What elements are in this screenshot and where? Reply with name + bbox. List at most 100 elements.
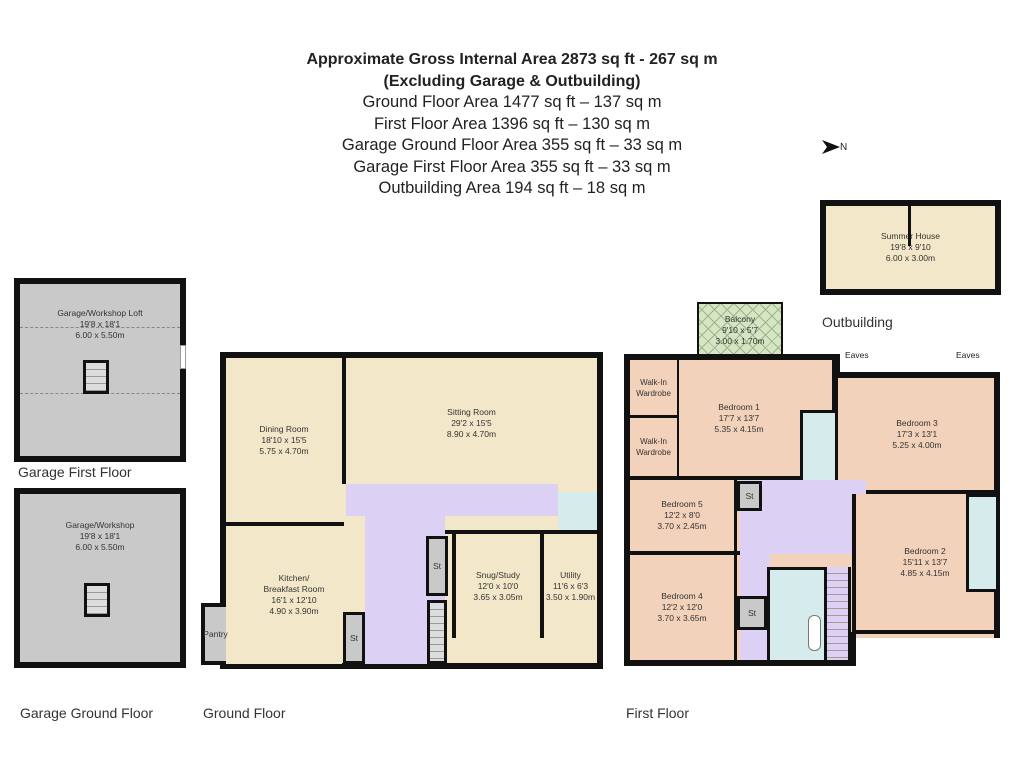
- eaves-line: [20, 327, 180, 328]
- title-line-2: (Excluding Garage & Outbuilding): [383, 72, 641, 90]
- room-garage-workshop: Garage/Workshop 19'8 x 18'1 6.00 x 5.50m: [14, 488, 186, 668]
- wall: [226, 522, 344, 526]
- window: [180, 345, 186, 369]
- room-balcony: Balcony 9'10 x 5'7 3.00 x 1.70m: [697, 302, 783, 357]
- staircase: [83, 360, 109, 394]
- area-outbuilding: Outbuilding Area 194 sq ft – 18 sq m: [378, 179, 646, 197]
- room-metric: 5.75 x 4.70m: [259, 445, 309, 456]
- room-metric: 6.00 x 5.50m: [75, 330, 125, 340]
- room-imperial: 12'0 x 10'0: [477, 580, 519, 591]
- room-imperial: 9'10 x 5'7: [722, 325, 758, 335]
- room-imperial: 19'8 x 9'10: [890, 242, 931, 252]
- staircase: [84, 583, 110, 617]
- room-name: Snug/Study: [476, 569, 520, 580]
- room-name: Walk-In: [640, 377, 667, 387]
- room-name: Bedroom 3: [896, 417, 938, 428]
- area-garage-first: Garage First Floor Area 355 sq ft – 33 s…: [353, 157, 671, 176]
- room-kitchen: Kitchen/ Breakfast Room 16'1 x 12'10 4.9…: [226, 526, 342, 664]
- room-metric: 3.65 x 3.05m: [473, 591, 523, 602]
- room-name: Garage/Workshop: [65, 520, 135, 530]
- eaves-area: [834, 354, 1000, 372]
- exterior: [852, 638, 1000, 666]
- wall: [850, 632, 856, 666]
- room-store-1: St: [737, 481, 762, 511]
- room-name: Garage/Workshop Loft: [57, 308, 143, 318]
- room-sitting: Sitting Room 29'2 x 15'5 8.90 x 4.70m: [346, 358, 597, 488]
- room-name: Bedroom 1: [718, 401, 760, 412]
- room-imperial: 12'2 x 12'0: [661, 602, 703, 612]
- room-utility: Utility 11'6 x 6'3 3.50 x 1.90m: [544, 534, 597, 638]
- room-name: Balcony: [724, 314, 756, 324]
- eaves-label: Eaves: [956, 350, 980, 360]
- room-bedroom-3: Bedroom 3 17'3 x 13'1 5.25 x 4.00m: [840, 378, 994, 490]
- room-name: Utility: [560, 569, 581, 580]
- room-metric: 4.85 x 4.15m: [900, 567, 950, 578]
- room-name: St: [349, 632, 359, 643]
- room-metric: 6.00 x 3.00m: [885, 253, 936, 263]
- staircase: [427, 600, 447, 664]
- room-name: St: [747, 607, 757, 618]
- staircase: [827, 567, 851, 660]
- room-imperial: 17'3 x 13'1: [896, 428, 938, 439]
- floor-label-garage-first: Garage First Floor: [18, 464, 132, 480]
- room-name: Dining Room: [259, 423, 309, 434]
- wall: [832, 360, 838, 412]
- room-name: St: [745, 490, 754, 501]
- room-name: Sitting Room: [447, 406, 496, 417]
- wall: [630, 415, 679, 418]
- room-name: Kitchen/: [278, 573, 310, 583]
- wall: [630, 551, 740, 555]
- room-imperial: 19'8 x 18'1: [79, 531, 121, 541]
- eaves-label: Eaves: [845, 350, 869, 360]
- floor-label-garage-ground: Garage Ground Floor: [20, 705, 154, 721]
- room-imperial: 18'10 x 15'5: [261, 434, 307, 445]
- room-name: Bedroom 4: [661, 591, 703, 601]
- room-snug: Snug/Study 12'0 x 10'0 3.65 x 3.05m: [452, 534, 544, 638]
- area-ground: Ground Floor Area 1477 sq ft – 137 sq m: [362, 93, 662, 111]
- wall: [908, 206, 911, 246]
- north-indicator: N: [822, 140, 847, 154]
- wall: [445, 530, 598, 534]
- room-pantry: Pantry: [201, 603, 228, 665]
- room-metric: 5.35 x 4.15m: [714, 423, 764, 434]
- room-name-2: Breakfast Room: [263, 584, 325, 594]
- room-store-1: St: [426, 536, 448, 596]
- room-imperial: 12'2 x 8'0: [664, 510, 700, 520]
- area-first: First Floor Area 1396 sq ft – 130 sq m: [373, 114, 651, 133]
- room-name: Walk-In: [640, 437, 667, 446]
- room-name: Bedroom 5: [661, 499, 703, 509]
- room-name-2: Wardrobe: [636, 388, 671, 398]
- wall: [677, 360, 679, 478]
- area-summary: Approximate Gross Internal Area 2873 sq …: [0, 49, 1024, 200]
- room-store-2: St: [343, 612, 365, 664]
- room-imperial: 16'1 x 12'10: [271, 595, 317, 605]
- room-name: St: [432, 560, 442, 571]
- room-name-2: Wardrobe: [636, 448, 671, 457]
- room-imperial: 29'2 x 15'5: [451, 417, 492, 428]
- area-garage-ground: Garage Ground Floor Area 355 sq ft – 33 …: [341, 136, 683, 154]
- floor-label-first: First Floor: [626, 705, 689, 721]
- room-imperial: 15'11 x 13'7: [902, 556, 948, 567]
- room-imperial: 19'8 x 18'1: [79, 319, 121, 329]
- wall: [834, 372, 1000, 378]
- wall: [342, 358, 346, 484]
- room-name: Bedroom 2: [904, 545, 946, 556]
- floor-label-outbuilding: Outbuilding: [822, 314, 893, 330]
- room-garage-loft: Garage/Workshop Loft 19'8 x 18'1 6.00 x …: [14, 278, 186, 462]
- north-arrow-icon: [822, 140, 840, 154]
- room-bedroom-5: Bedroom 5 12'2 x 8'0 3.70 x 2.45m: [630, 480, 737, 551]
- bath-icon: [808, 615, 821, 651]
- room-store-2: St: [737, 596, 767, 630]
- north-label: N: [840, 141, 848, 153]
- wall: [630, 476, 802, 480]
- room-metric: 3.50 x 1.90m: [545, 591, 596, 602]
- room-metric: 4.90 x 3.90m: [269, 606, 319, 616]
- room-metric: 6.00 x 5.50m: [75, 542, 125, 552]
- room-metric: 3.70 x 3.65m: [657, 613, 707, 623]
- room-bedroom-4: Bedroom 4 12'2 x 12'0 3.70 x 3.65m: [630, 555, 737, 660]
- room-imperial: 11'6 x 6'3: [552, 580, 589, 591]
- title-line-1: Approximate Gross Internal Area 2873 sq …: [306, 51, 718, 68]
- room-metric: 3.70 x 2.45m: [657, 521, 707, 531]
